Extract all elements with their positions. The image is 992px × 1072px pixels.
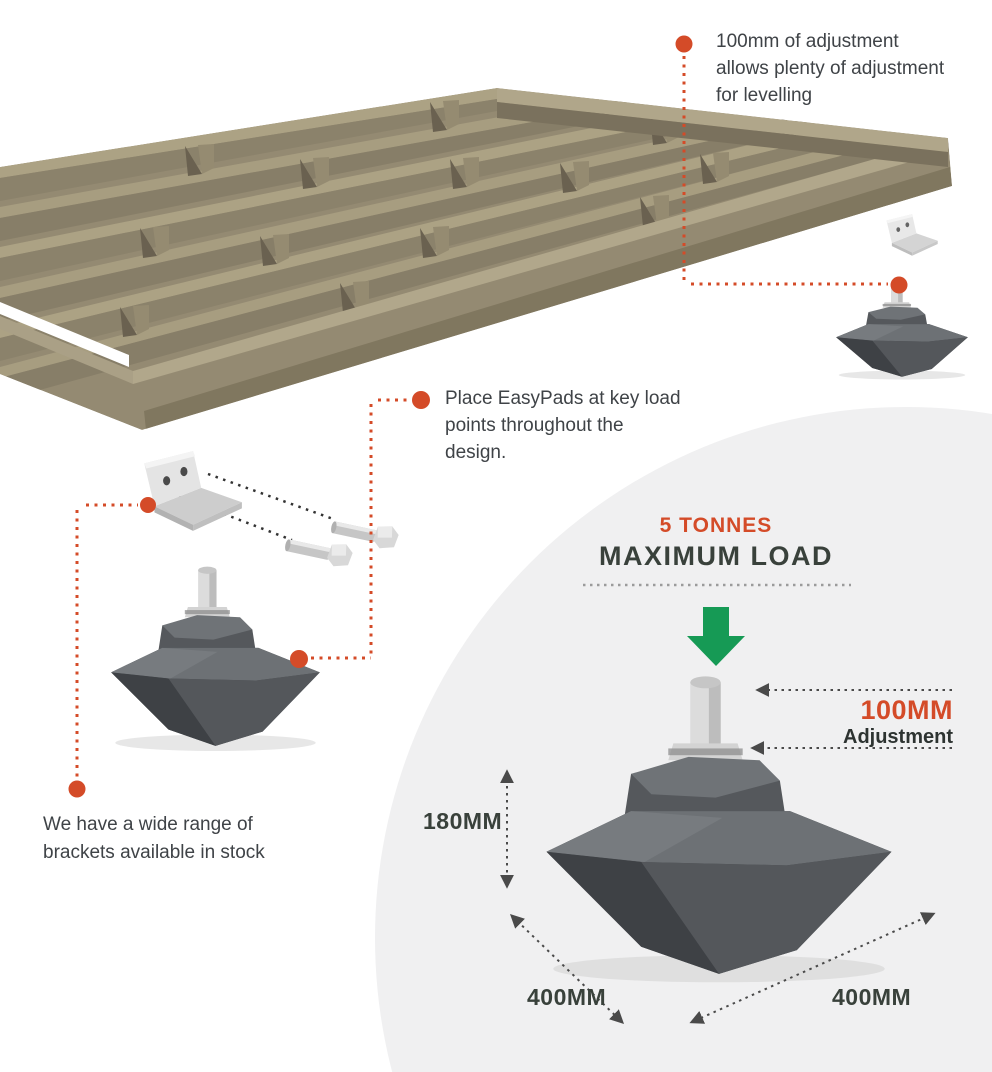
dot-adjustment-note xyxy=(675,35,693,53)
annotation-line: design. xyxy=(445,442,507,463)
dot-brackets-note xyxy=(68,780,86,798)
height-dimension: 180MM xyxy=(423,808,503,834)
depth-dimension: 400MM xyxy=(527,984,607,1010)
easypad-exploded-illustration xyxy=(111,451,401,751)
width-dimension: 400MM xyxy=(832,984,912,1010)
annotation-line: Place EasyPads at key load xyxy=(445,388,681,409)
dot-placement-note xyxy=(412,391,430,409)
easypad-small-illustration xyxy=(836,280,968,380)
annotation-placement: Place EasyPads at key load points throug… xyxy=(445,385,685,466)
annotation-line: points throughout the xyxy=(445,415,624,436)
bolt-lower-illustration xyxy=(283,532,355,570)
annotation-line: brackets available in stock xyxy=(43,842,265,863)
annotation-line: allows plenty of adjustment xyxy=(716,58,945,79)
depth-arrow xyxy=(509,914,625,1024)
dot-small-pad xyxy=(890,276,908,294)
annotation-adjustment: 100mm of adjustment allows plenty of adj… xyxy=(716,28,966,109)
width-arrow xyxy=(689,912,936,1024)
dimension-arrows xyxy=(500,683,952,1024)
adjustment-value: 100MM xyxy=(860,695,953,725)
adjustment-word: Adjustment xyxy=(843,726,953,748)
connector-lines xyxy=(75,56,888,778)
marker-dots xyxy=(68,35,908,798)
annotation-line: for levelling xyxy=(716,85,813,106)
annotation-brackets: We have a wide range of brackets availab… xyxy=(43,811,303,867)
max-load-badge: 5 TONNES MAXIMUM LOAD xyxy=(558,514,874,572)
max-load-label: MAXIMUM LOAD xyxy=(599,541,833,571)
deck-frame-illustration xyxy=(0,88,952,430)
annotation-line: 100mm of adjustment xyxy=(716,31,899,52)
dot-bracket xyxy=(140,497,156,513)
bracket-small-illustration xyxy=(886,214,938,256)
bracket-illustration xyxy=(144,451,242,531)
annotation-line: We have a wide range of xyxy=(43,814,253,835)
dot-exploded-pad xyxy=(290,650,308,668)
tonnage-label: 5 TONNES xyxy=(659,514,773,537)
adjustment-dimension: 100MM Adjustment xyxy=(753,695,953,749)
down-arrow-icon xyxy=(687,607,745,666)
